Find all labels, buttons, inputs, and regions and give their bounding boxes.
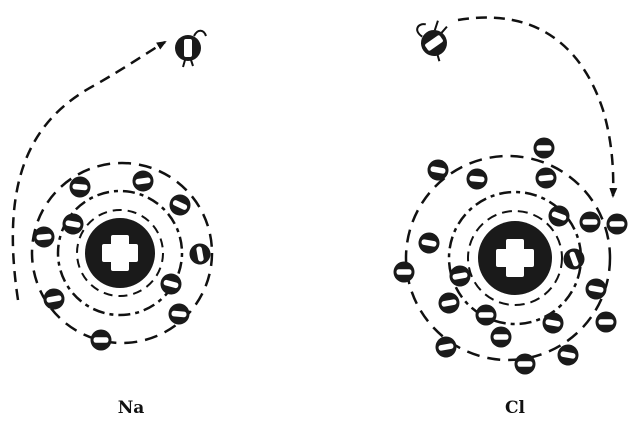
electron-icon — [417, 231, 441, 255]
electron-icon — [168, 303, 191, 326]
electron-icon — [466, 168, 489, 191]
cl-atom — [394, 13, 628, 375]
na-atom — [13, 31, 212, 351]
na-nucleus-icon — [85, 218, 155, 288]
electron-icon — [534, 138, 555, 159]
electron-icon — [584, 277, 608, 301]
electron-icon — [131, 169, 155, 193]
na-label: Na — [91, 398, 171, 418]
electron-icon — [607, 214, 628, 235]
cl-transfer-path — [458, 18, 613, 196]
electron-icon — [535, 167, 558, 190]
electron-icon — [42, 287, 66, 311]
electron-icon — [541, 311, 565, 335]
electron-icon — [561, 246, 588, 273]
electron-icon — [426, 158, 450, 182]
electron-icon — [69, 176, 92, 199]
cl-nucleus-icon — [478, 221, 552, 295]
electron-icon — [515, 354, 536, 375]
electron-icon — [394, 262, 415, 283]
electron-icon — [491, 327, 512, 348]
electron-icon — [596, 312, 617, 333]
electron-icon — [580, 212, 601, 233]
electron-icon — [476, 305, 497, 326]
electron-icon — [91, 330, 112, 351]
incoming-electron-icon — [410, 13, 460, 65]
electron-icon — [188, 242, 212, 266]
electron-icon — [434, 335, 458, 359]
electron-icon — [437, 291, 461, 315]
electron-icon — [158, 271, 184, 297]
cl-label: Cl — [475, 398, 555, 418]
departing-electron-icon — [175, 31, 206, 67]
